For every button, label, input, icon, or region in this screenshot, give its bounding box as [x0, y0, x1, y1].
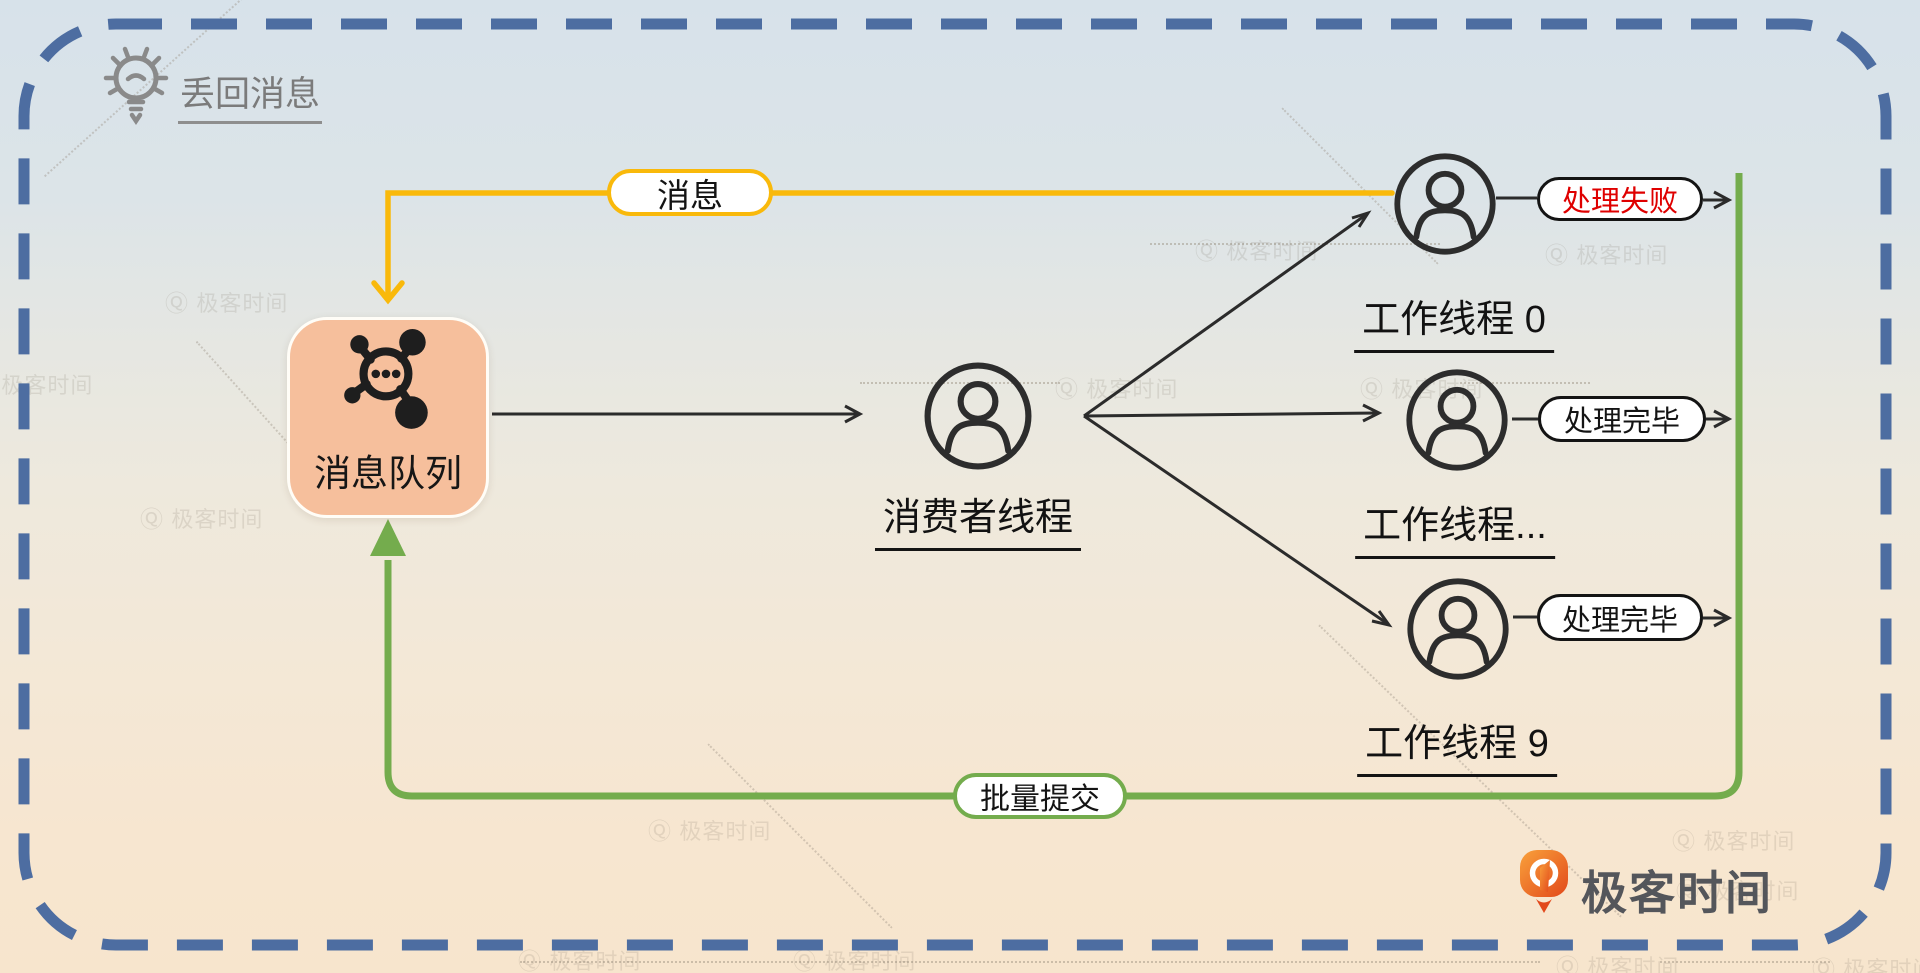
- batch-commit-pill: 批量提交: [953, 773, 1127, 819]
- watermark: 极客时间: [1812, 950, 1920, 973]
- yellow-return-edge: [371, 190, 1395, 305]
- watermark: 极客时间: [1672, 822, 1795, 856]
- note-label: 丢回消息: [178, 66, 323, 124]
- watermark-dotline: [1660, 961, 1830, 963]
- message-queue-icon: [344, 329, 428, 429]
- lightbulb-icon: [103, 46, 169, 126]
- watermark-dotline: [520, 961, 1540, 963]
- watermark: 极客时间: [1556, 948, 1679, 973]
- watermark: 极客时间: [793, 942, 916, 973]
- dashed-border: [18, 18, 1892, 951]
- status-fail-pill: 处理失败: [1537, 177, 1703, 221]
- status-done-pill: 处理完毕: [1538, 396, 1706, 442]
- worker-thread-mid-icon[interactable]: [1404, 367, 1510, 473]
- green-batch-edge: [384, 173, 1743, 800]
- watermark-dotline: [860, 382, 1060, 384]
- worker-thread-0-icon[interactable]: [1392, 151, 1498, 257]
- watermark: 极客时间: [1545, 236, 1668, 270]
- watermark: 极客时间: [648, 812, 771, 846]
- worker-thread-mid-label: 工作线程...: [1355, 494, 1555, 559]
- worker-status-connectors: [1496, 196, 1538, 619]
- message-queue-node[interactable]: 消息队列: [287, 317, 489, 518]
- watermark-dotline: [1460, 382, 1590, 384]
- worker-thread-9-icon[interactable]: [1405, 576, 1511, 682]
- message-queue-label: 消息队列: [314, 453, 462, 494]
- geektime-logo-icon: [1520, 850, 1568, 913]
- green-arrowhead: [370, 519, 406, 556]
- message-edge-pill: 消息: [607, 169, 773, 216]
- watermark: 极客时间: [0, 366, 93, 400]
- consumer-fan-arrows: [1083, 210, 1393, 628]
- consumer-thread-label: 消费者线程: [874, 486, 1082, 551]
- geektime-logo-text: 极客时间: [1581, 867, 1773, 919]
- watermark: 极客时间: [518, 942, 641, 973]
- watermark: 极客时间: [140, 500, 263, 534]
- watermark: 极客时间: [1360, 370, 1483, 404]
- consumer-thread-icon[interactable]: [922, 360, 1034, 472]
- watermark: 极客时间: [165, 284, 288, 318]
- status-to-collector-arrows: [1703, 190, 1733, 628]
- worker-thread-9-label: 工作线程 9: [1357, 712, 1557, 777]
- status-done-pill: 处理完毕: [1537, 594, 1703, 641]
- watermark: 极客时间: [1676, 872, 1799, 906]
- queue-to-consumer-arrow: [492, 404, 864, 424]
- worker-thread-0-label: 工作线程 0: [1354, 288, 1554, 353]
